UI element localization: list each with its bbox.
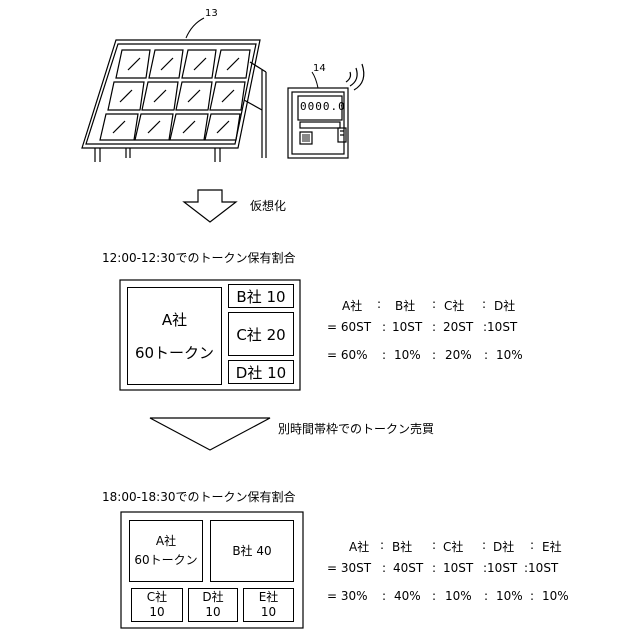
ratio-token: 10ST	[443, 561, 473, 575]
section2-e-value: 10	[261, 605, 276, 620]
wireless-signal-icon	[346, 64, 364, 90]
ratio-percent: 10%	[496, 348, 523, 362]
ratio-name: A社	[342, 297, 362, 314]
ratio-percent: 40%	[394, 589, 421, 603]
section2-d-name: D社	[202, 590, 223, 605]
section2-a-name: A社	[156, 534, 176, 549]
trade-arrow-icon	[150, 418, 270, 450]
solar-ref-label: 13	[205, 8, 218, 19]
ratio-sep: :	[380, 538, 384, 552]
ratio-sep: :	[382, 348, 386, 362]
ratio-sep: :	[484, 589, 488, 603]
ratio-name: C社	[444, 297, 464, 314]
section1-title: 12:00-12:30でのトークン保有割合	[102, 249, 296, 266]
meter-display: 0000.0	[300, 100, 346, 113]
ratio-token: :10ST	[483, 561, 517, 575]
ratio-sep: :	[432, 348, 436, 362]
ratio-token: 10ST	[392, 320, 422, 334]
ratio-percent: 20%	[445, 348, 472, 362]
ratio-percent: 10%	[445, 589, 472, 603]
ratio-sep: :	[382, 589, 386, 603]
section2-c-value: 10	[149, 605, 164, 620]
trade-label: 別時間帯枠でのトークン売買	[278, 420, 434, 437]
ratio-name: C社	[443, 538, 463, 555]
ratio-percent: 10%	[394, 348, 421, 362]
ratio-sep: :	[482, 297, 486, 311]
ratio-token: :10ST	[483, 320, 517, 334]
ratio-percent: 10%	[496, 589, 523, 603]
ratio-token: = 30ST	[327, 561, 371, 575]
section2-company-b-box: B社 40	[210, 520, 294, 582]
virtualize-label: 仮想化	[250, 197, 286, 214]
solar-panel-icon	[82, 40, 266, 162]
ratio-sep: :	[530, 538, 534, 552]
section2-company-d-box: D社 10	[188, 588, 238, 622]
ratio-name: B社	[395, 297, 415, 314]
ratio-sep: :	[382, 561, 386, 575]
ratio-name: A社	[349, 538, 369, 555]
section2-company-e-box: E社 10	[243, 588, 294, 622]
ratio-percent: = 30%	[327, 589, 368, 603]
section2-company-a-box: A社 60トークン	[129, 520, 203, 582]
section2-c-name: C社	[147, 590, 167, 605]
ratio-token: = 60ST	[327, 320, 371, 334]
ratio-sep: :	[432, 538, 436, 552]
section1-a-name: A社	[162, 309, 187, 330]
section2-title: 18:00-18:30でのトークン保有割合	[102, 488, 296, 505]
smart-meter-icon	[288, 88, 348, 158]
ratio-percent: = 60%	[327, 348, 368, 362]
ratio-token: 40ST	[393, 561, 423, 575]
section1-a-tokens: 60トークン	[135, 342, 214, 363]
section2-company-c-box: C社 10	[131, 588, 183, 622]
leader-line-13	[186, 18, 204, 38]
ratio-token: 20ST	[443, 320, 473, 334]
section1-company-b-box: B社 10	[228, 284, 294, 308]
ratio-sep: :	[377, 297, 381, 311]
ratio-sep: :	[382, 320, 386, 334]
ratio-sep: :	[432, 589, 436, 603]
ratio-name: D社	[494, 297, 515, 314]
ratio-sep: :	[484, 348, 488, 362]
ratio-name: E社	[542, 538, 562, 555]
ratio-token: :10ST	[524, 561, 558, 575]
section1-company-a-box: A社 60トークン	[127, 287, 222, 385]
ratio-sep: :	[432, 561, 436, 575]
ratio-name: B社	[392, 538, 412, 555]
section1-company-c-box: C社 20	[228, 312, 294, 356]
meter-ref-label: 14	[313, 63, 326, 74]
virtualize-arrow-icon	[184, 190, 236, 222]
section2-d-value: 10	[205, 605, 220, 620]
ratio-sep: :	[432, 297, 436, 311]
ratio-sep: :	[530, 589, 534, 603]
section1-company-d-box: D社 10	[228, 360, 294, 384]
ratio-percent: 10%	[542, 589, 569, 603]
ratio-sep: :	[482, 538, 486, 552]
ratio-name: D社	[493, 538, 514, 555]
section2-e-name: E社	[259, 590, 279, 605]
section2-a-tokens: 60トークン	[134, 553, 197, 568]
ratio-sep: :	[432, 320, 436, 334]
leader-line-14	[312, 72, 318, 88]
